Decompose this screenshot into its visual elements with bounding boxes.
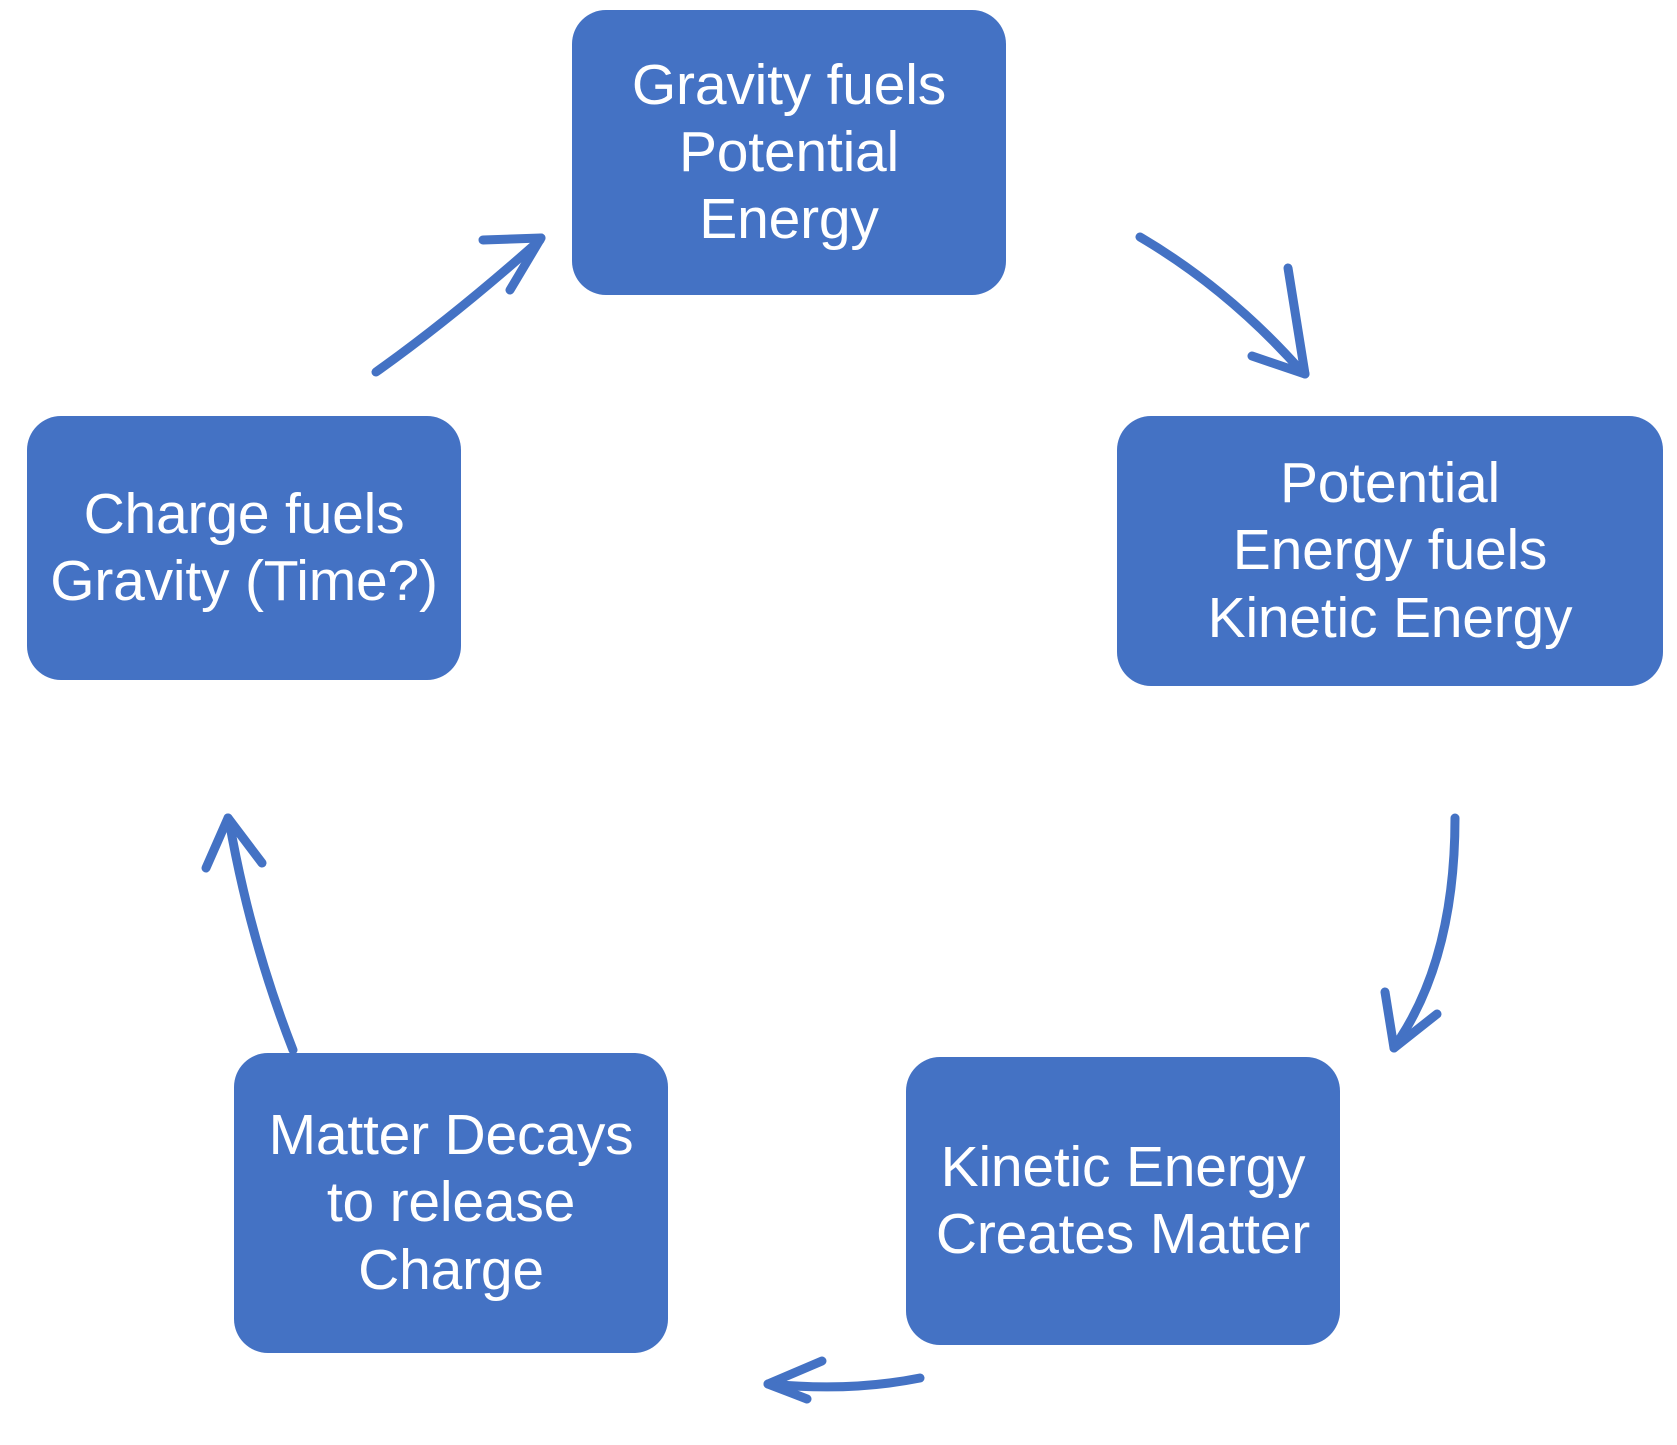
connector-top-to-right [1135, 232, 1310, 379]
node-label: Potential Energy fuels Kinetic Energy [1207, 451, 1573, 650]
connector-line [224, 815, 298, 1055]
arrowhead-barb-a [1380, 987, 1399, 1053]
node-gravity-fuels-potential-energy[interactable]: Gravity fuels Potential Energy [572, 10, 1006, 295]
node-label: Gravity fuels Potential Energy [631, 52, 947, 252]
connector-line [765, 1373, 925, 1392]
connector-line [1390, 813, 1460, 1051]
arrowhead-barb-b [223, 813, 267, 868]
node-kinetic-energy-creates-matter[interactable]: Kinetic Energy Creates Matter [906, 1057, 1340, 1345]
arrowhead-barb-b [505, 233, 546, 295]
connector-right-to-bottomright [1380, 813, 1460, 1053]
connector-bottomleft-to-left [201, 813, 298, 1055]
connector-line [1135, 232, 1308, 378]
node-label: Matter Decays to release Charge [268, 1103, 634, 1302]
node-label: Charge fuels Gravity (Time?) [50, 481, 438, 613]
arrowhead-barb-b [1247, 351, 1310, 379]
connector-line [371, 235, 545, 377]
node-matter-decays-to-release-charge[interactable]: Matter Decays to release Charge [234, 1053, 668, 1353]
arrowhead-barb-b [763, 1379, 812, 1404]
connector-bottomright-to-bottomleft [763, 1356, 925, 1404]
arrowhead-barb-a [478, 233, 546, 245]
node-potential-energy-fuels-kinetic-energy[interactable]: Potential Energy fuels Kinetic Energy [1117, 416, 1663, 686]
arrowhead-barb-a [1283, 263, 1310, 379]
arrowhead-barb-b [1389, 1009, 1442, 1053]
node-label: Kinetic Energy Creates Matter [935, 1134, 1311, 1266]
connector-left-to-top [371, 233, 546, 377]
node-charge-fuels-gravity-time[interactable]: Charge fuels Gravity (Time?) [27, 416, 461, 680]
arrowhead-barb-a [201, 813, 233, 873]
arrowhead-barb-a [763, 1356, 827, 1389]
